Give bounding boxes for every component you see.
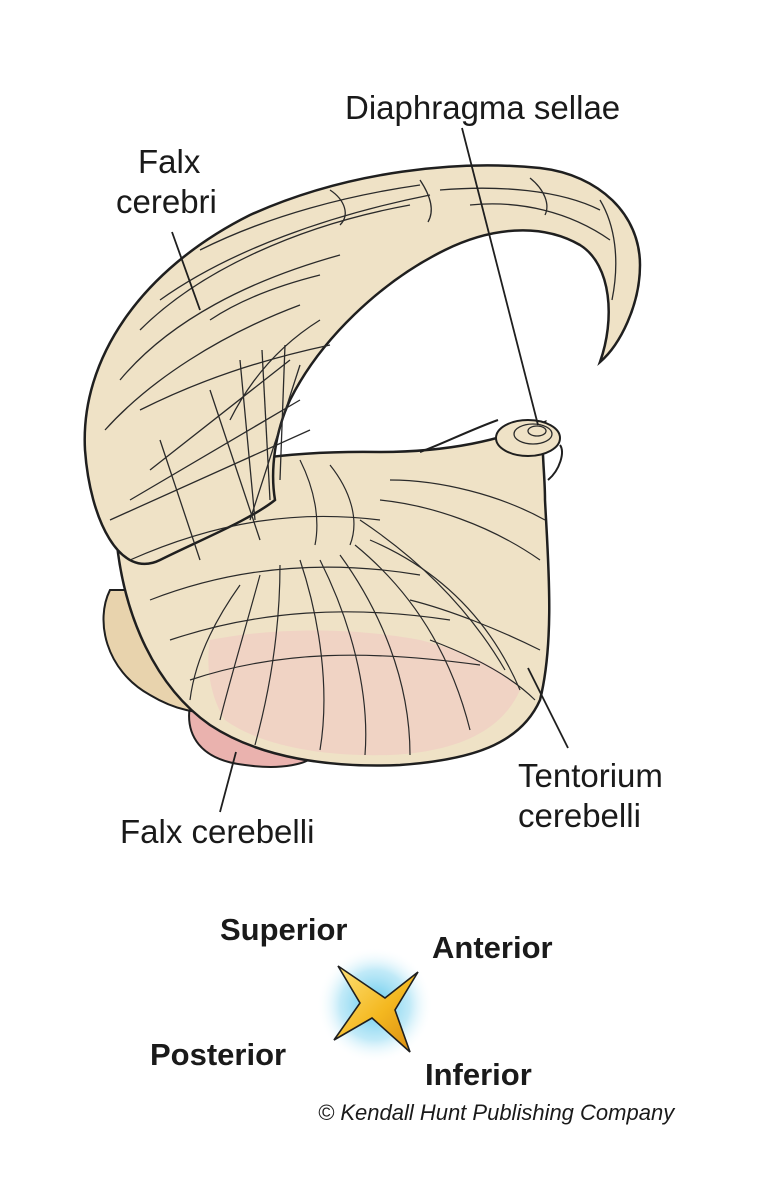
diaphragma-sellae-shape (419, 419, 563, 481)
leader-falx-cerebelli (219, 751, 237, 813)
orientation-compass (317, 947, 433, 1063)
leader-diaphragma-sellae (461, 127, 539, 426)
label-falx-cerebri-line2: cerebri (116, 183, 217, 220)
tentorium-fibers (129, 459, 546, 756)
label-diaphragma-sellae: Diaphragma sellae (345, 89, 621, 126)
tentorium-pink-shading (208, 630, 520, 756)
orientation-posterior: Posterior (150, 1037, 287, 1072)
falx-cerebri-fibers (104, 177, 617, 561)
label-tentorium-line1: Tentorium (518, 757, 663, 794)
label-falx-cerebri-line1: Falx (138, 143, 201, 180)
orientation-superior: Superior (220, 912, 348, 947)
orientation-anterior: Anterior (432, 930, 553, 965)
leader-lines (171, 127, 569, 813)
label-tentorium-line2: cerebelli (518, 797, 641, 834)
label-falx-cerebelli: Falx cerebelli (120, 813, 315, 850)
orientation-inferior: Inferior (425, 1057, 532, 1092)
copyright-notice: © Kendall Hunt Publishing Company (318, 1100, 675, 1125)
compass-star-icon (333, 965, 419, 1053)
falx-cerebri-shape (83, 164, 642, 566)
leader-tentorium-cerebelli (527, 667, 569, 749)
leader-falx-cerebri (171, 231, 201, 311)
